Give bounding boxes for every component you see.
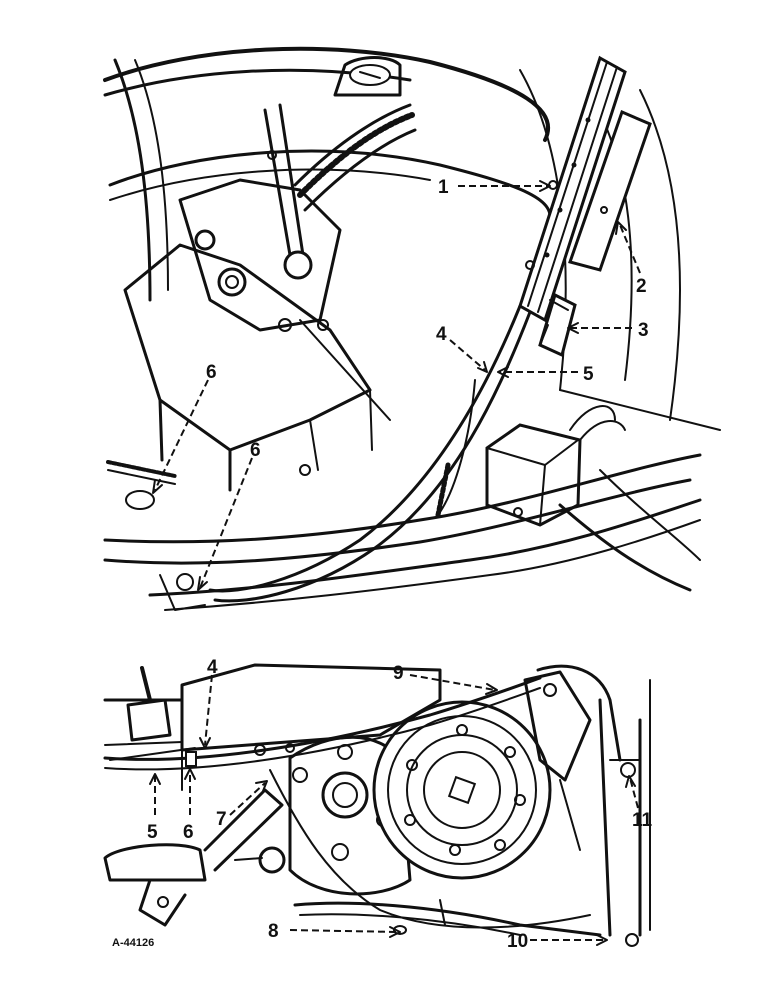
callout-label: 9: [393, 663, 404, 684]
dash-panel: [178, 178, 342, 332]
frame-rails: [103, 453, 702, 611]
drawing-id: A-44126: [112, 937, 154, 949]
plate-2: [568, 109, 652, 272]
lower-callouts: 4 9 5 6 7 11 8 10: [147, 657, 653, 952]
left-linkage: [106, 460, 206, 611]
callout-label: 11: [632, 810, 653, 831]
throttle-quadrant: [293, 103, 417, 212]
callout-label: 2: [636, 276, 647, 297]
callout-label: 6: [250, 440, 261, 461]
callout-label: 6: [206, 362, 217, 383]
hood-tank: [123, 243, 391, 492]
clamp-3: [538, 292, 577, 358]
right-bracket: [523, 664, 651, 947]
callout-label: 4: [207, 657, 218, 678]
bottom-linkage: [293, 899, 602, 937]
voltage-regulator: [485, 405, 626, 527]
cable-bracket-1: [518, 55, 627, 323]
drive-pulley: [372, 700, 552, 880]
callout-label: 5: [583, 364, 594, 385]
seat-bracket: [103, 788, 286, 927]
callout-label: 3: [638, 320, 649, 341]
lower-view: 4 9 5 6 7 11 8 10 A-44126: [103, 657, 653, 952]
throttle-lever: [263, 103, 313, 280]
callout-label: 7: [216, 809, 227, 830]
upper-callouts: 1 2 3 4 5 6 6: [206, 177, 649, 461]
callout-label: 5: [147, 822, 158, 843]
upper-leaders: [152, 180, 641, 591]
callout-label: 4: [436, 324, 447, 345]
steering-wheel: [103, 46, 552, 302]
callout-label: 1: [438, 177, 449, 198]
upper-view: 1 2 3 4 5 6 6: [103, 46, 721, 611]
dash-gauge: [333, 56, 402, 97]
callout-label: 8: [268, 921, 279, 942]
callout-label: 10: [507, 931, 528, 952]
callout-label: 6: [183, 822, 194, 843]
lower-leaders: [149, 674, 639, 946]
